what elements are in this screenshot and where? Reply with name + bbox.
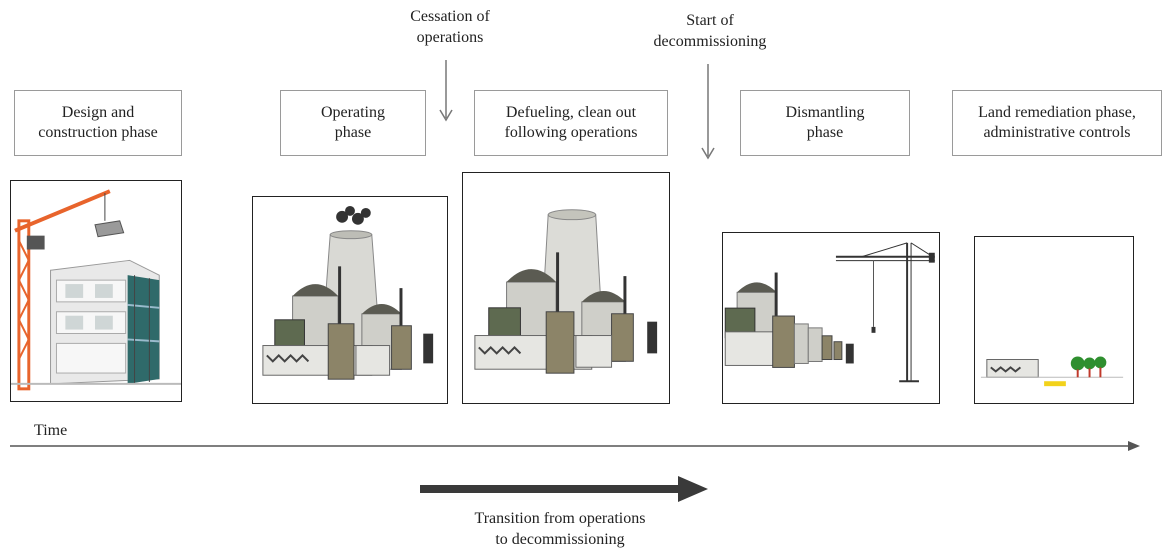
- remediation-image: [974, 236, 1134, 404]
- construction-image: [10, 180, 182, 402]
- dismantling-image: [722, 232, 940, 404]
- operating-plant-image: [252, 196, 448, 404]
- dismantling-plant-crane-icon: [724, 242, 935, 383]
- decommissioning-arrowhead-icon: [701, 147, 715, 160]
- cessation-label: Cessation of operations: [410, 8, 490, 46]
- shutdown-power-plant-icon: [474, 209, 658, 374]
- phase-box-remediation: Land remediation phase,administrative co…: [952, 90, 1162, 156]
- operating-power-plant-icon: [262, 205, 434, 380]
- transition-label: Transition from operations to decommissi…: [474, 510, 646, 548]
- time-axis-arrowhead-icon: [1128, 441, 1140, 451]
- cessation-arrowhead-icon: [439, 109, 453, 122]
- transition-arrowhead-icon: [678, 476, 708, 502]
- start-decommissioning-label: Start of decommissioning: [653, 12, 767, 50]
- defueling-plant-image: [462, 172, 670, 404]
- construction-crane-building-icon: [11, 189, 181, 391]
- remediated-land-trees-icon: [980, 356, 1124, 387]
- time-label: Time: [34, 422, 68, 439]
